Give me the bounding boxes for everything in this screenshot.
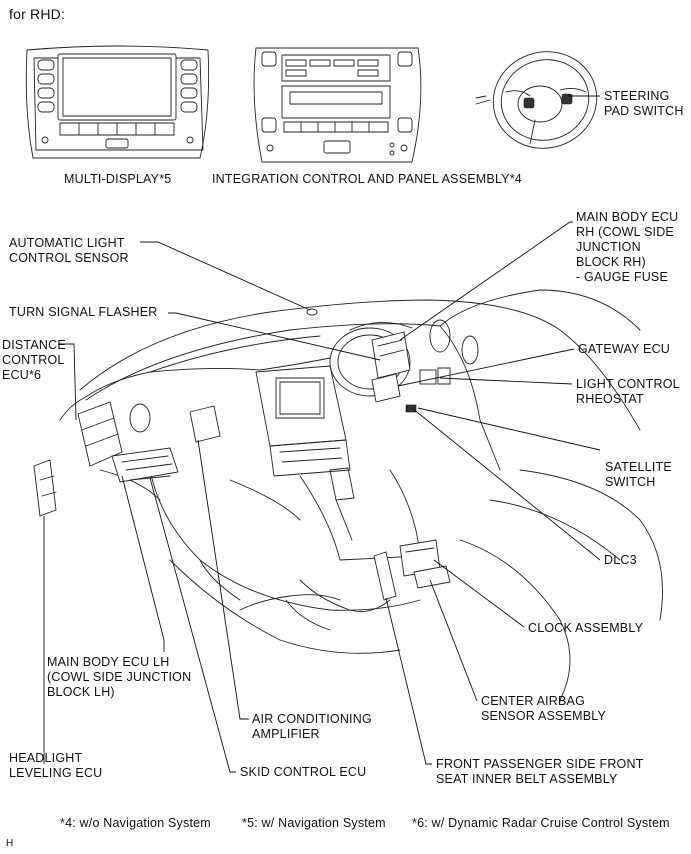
footnote-6: *6: w/ Dynamic Radar Cruise Control Syst… (412, 816, 670, 830)
integration-panel-illustration (253, 47, 422, 163)
label-gateway-ecu: GATEWAY ECU (578, 342, 671, 356)
label-turn-signal-flasher: TURN SIGNAL FLASHER (9, 305, 158, 319)
label-main-body-ecu-lh: MAIN BODY ECU LH(COWL SIDE JUNCTION BLOC… (47, 655, 192, 699)
label-integration-panel: INTEGRATION CONTROL AND PANEL ASSEMBLY*4 (212, 172, 522, 186)
footnote-4: *4: w/o Navigation System (60, 816, 211, 830)
label-dlc3: DLC3 (604, 553, 637, 567)
multi-display-illustration (25, 45, 210, 159)
steering-wheel-illustration (475, 51, 598, 149)
page-title: for RHD: (9, 6, 66, 22)
label-multi-display: MULTI-DISPLAY*5 (64, 172, 172, 186)
footnote-5: *5: w/ Navigation System (242, 816, 386, 830)
component-shapes (33, 308, 451, 631)
label-clock-assembly: CLOCK ASSEMBLY (528, 621, 644, 635)
leader-lines (43, 95, 601, 773)
vehicle-interior-drawing (59, 289, 663, 701)
label-skid-control-ecu: SKID CONTROL ECU (240, 765, 367, 779)
corner-mark: H (6, 838, 14, 849)
